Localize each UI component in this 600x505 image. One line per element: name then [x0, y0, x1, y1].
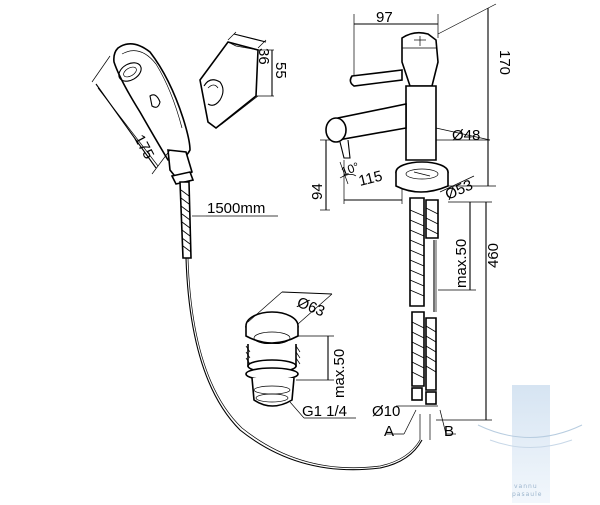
dim-94: 94: [309, 183, 326, 200]
dim-460: 460: [485, 243, 502, 268]
dim-max50-top: max.50: [453, 239, 470, 288]
shower-hose: [179, 181, 423, 471]
hand-shower: [91, 43, 195, 185]
dim-48: Ø48: [452, 127, 480, 144]
supply-hoses: [386, 197, 492, 440]
dim-36: 36: [255, 48, 272, 65]
dim-97: 97: [376, 9, 393, 26]
dim-max50-drain: max.50: [331, 349, 348, 398]
drain-waste: [245, 291, 356, 419]
dim-10deg: 10°: [339, 159, 361, 178]
label-a: A: [384, 423, 394, 440]
wall-holder: [199, 31, 274, 130]
dim-10: Ø10: [372, 403, 400, 420]
watermark-bar: [512, 385, 550, 503]
watermark-text-line1: vannu: [514, 483, 538, 490]
dim-g1-1-4: G1 1/4: [302, 403, 347, 420]
dim-63: Ø63: [295, 294, 328, 320]
dim-1500mm: 1500mm: [207, 200, 265, 217]
watermark-text-line2: pasaule: [512, 491, 542, 498]
label-b: B: [444, 423, 454, 440]
mixer-tap: [320, 3, 497, 211]
dim-170: 170: [496, 50, 513, 75]
dim-115: 115: [357, 168, 384, 190]
dim-55: 55: [272, 62, 289, 79]
watermark-logo: vannu pasaule: [477, 385, 583, 503]
